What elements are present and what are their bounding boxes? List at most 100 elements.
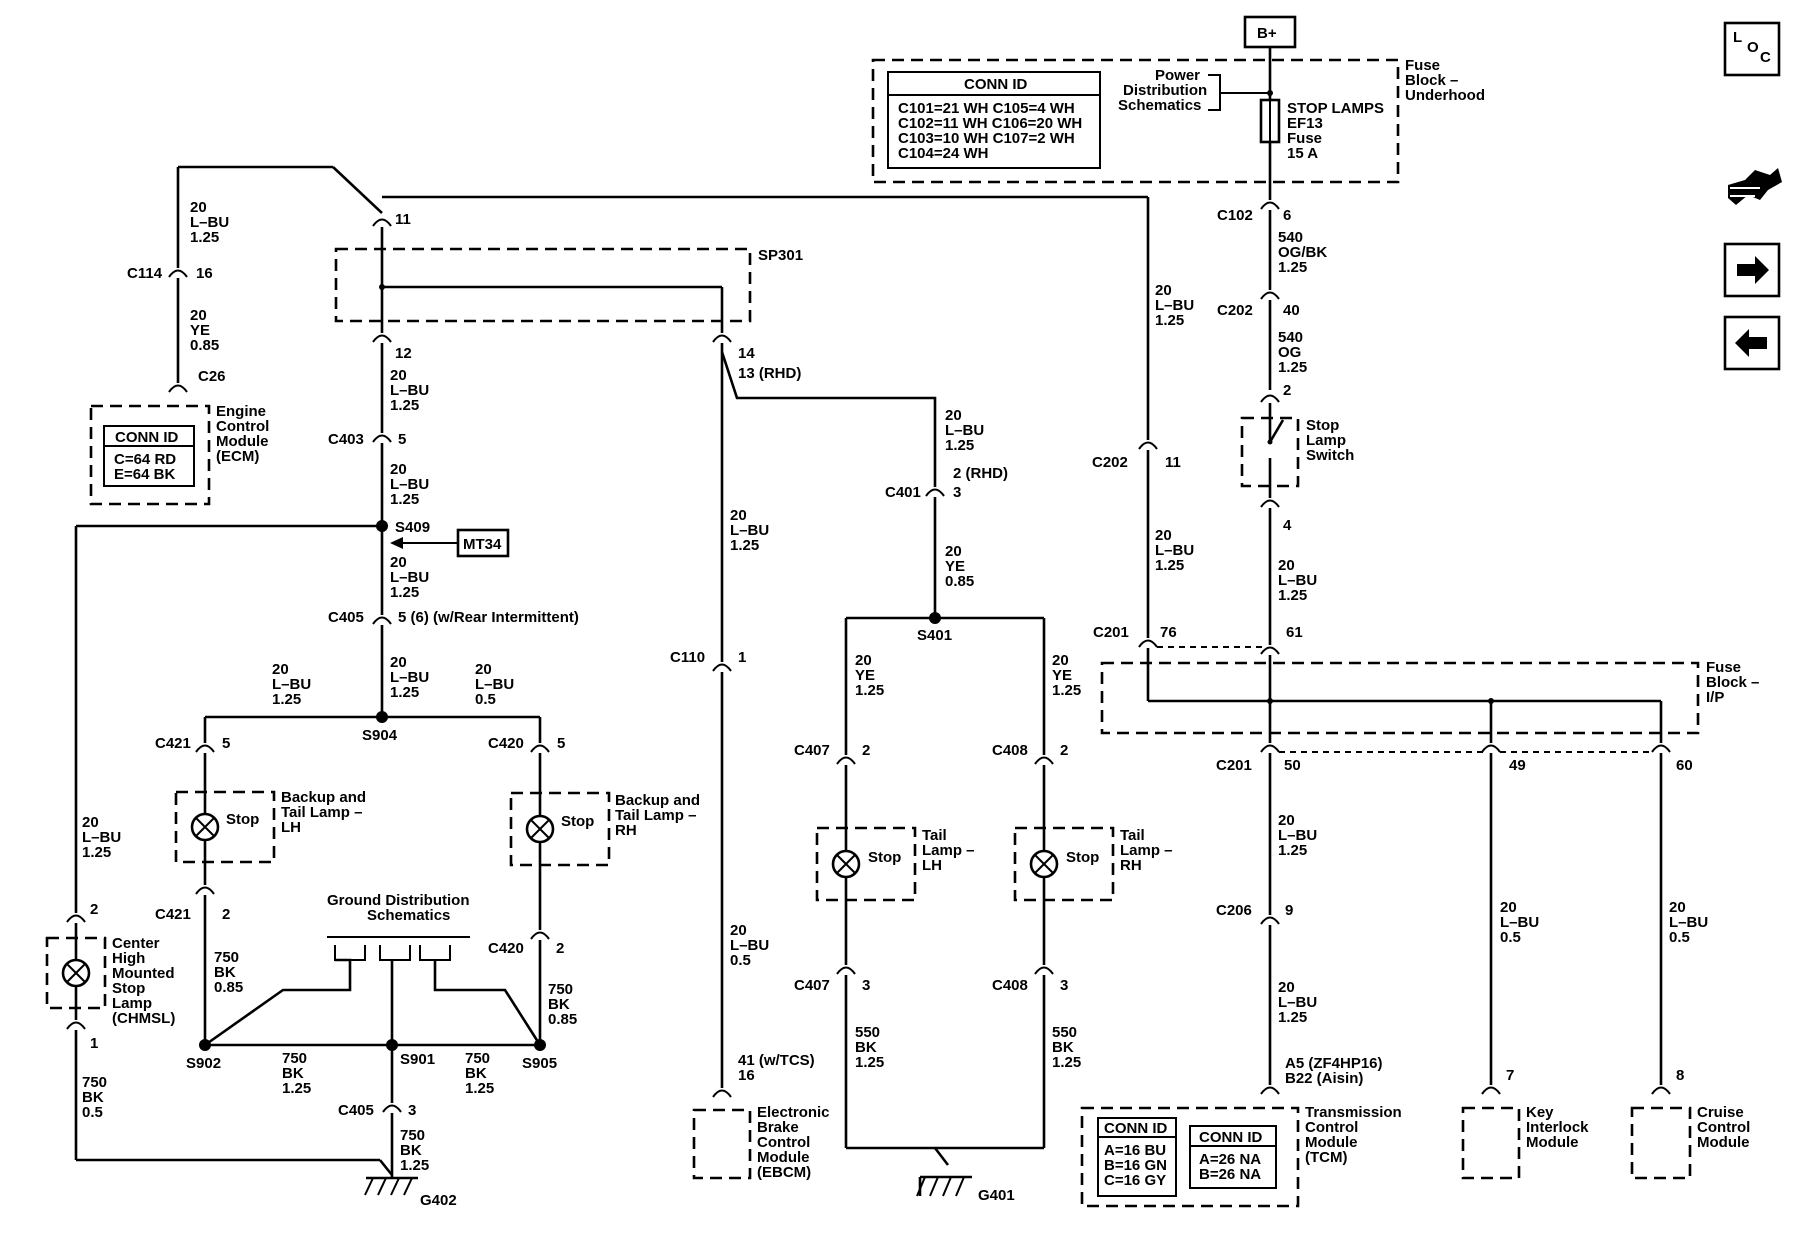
svg-text:Backup and: Backup and: [615, 792, 700, 809]
svg-text:1.25: 1.25: [1278, 587, 1307, 604]
splice-s901: S901: [386, 1039, 435, 1068]
svg-text:C421: C421: [155, 906, 191, 923]
svg-text:20: 20: [1278, 557, 1295, 574]
connector-c202b: C202 11: [1092, 441, 1181, 471]
svg-text:BK: BK: [855, 1039, 877, 1056]
wire-label-key: 20 L–BU 0.5: [1500, 899, 1539, 946]
svg-text:2: 2: [862, 742, 870, 759]
svg-text:7: 7: [1506, 1067, 1514, 1084]
svg-text:76: 76: [1160, 624, 1177, 641]
svg-text:1.25: 1.25: [1278, 842, 1307, 859]
svg-text:S902: S902: [186, 1055, 221, 1072]
svg-text:Block –: Block –: [1405, 72, 1458, 89]
prev-arrow-icon[interactable]: [1723, 315, 1781, 371]
svg-text:LH: LH: [281, 819, 301, 836]
backup-tail-lamp-rh: Stop Backup and Tail Lamp – RH: [509, 791, 700, 867]
svg-text:20: 20: [945, 407, 962, 424]
ecm-module: CONN ID C=64 RD E=64 BK Engine Control M…: [89, 403, 269, 506]
loc-icon[interactable]: L O C: [1723, 21, 1781, 77]
ground-g401: G401: [916, 1147, 1015, 1204]
svg-text:1.25: 1.25: [390, 397, 419, 414]
svg-text:C201: C201: [1093, 624, 1129, 641]
svg-text:S401: S401: [917, 627, 952, 644]
svg-text:60: 60: [1676, 757, 1693, 774]
svg-text:C104=24 WH: C104=24 WH: [898, 145, 988, 162]
power-distribution-ref: Power Distribution Schematics: [1118, 67, 1268, 114]
svg-text:20: 20: [390, 461, 407, 478]
svg-text:YE: YE: [945, 558, 965, 575]
svg-text:C407: C407: [794, 742, 830, 759]
svg-text:L–BU: L–BU: [82, 829, 121, 846]
svg-text:20: 20: [1669, 899, 1686, 916]
svg-text:20: 20: [390, 367, 407, 384]
svg-text:YE: YE: [1052, 667, 1072, 684]
svg-text:BK: BK: [1052, 1039, 1074, 1056]
connector-c206: C206 9: [1216, 902, 1293, 925]
svg-text:C110: C110: [670, 649, 705, 666]
svg-text:Module: Module: [1526, 1134, 1579, 1151]
svg-text:550: 550: [855, 1024, 880, 1041]
svg-text:C408: C408: [992, 977, 1028, 994]
svg-text:1: 1: [90, 1035, 98, 1052]
svg-text:20: 20: [1155, 527, 1172, 544]
wire-label-s901: 750 BK 1.25: [465, 1050, 494, 1097]
svg-text:9: 9: [1285, 902, 1293, 919]
connector-c202a: C202 40: [1217, 291, 1300, 390]
svg-text:B22 (Aisin): B22 (Aisin): [1285, 1070, 1363, 1087]
wire-label-s904c: 20 L–BU 0.5: [475, 661, 514, 708]
wire-label-s904b: 20 L–BU 1.25: [390, 654, 429, 701]
svg-text:2: 2: [1283, 382, 1291, 399]
svg-text:5: 5: [398, 431, 406, 448]
wire-label-chmsl-gnd: 750 BK 0.5: [82, 1074, 107, 1121]
svg-text:1.25: 1.25: [1278, 1009, 1307, 1026]
bplus-box: B+: [1243, 15, 1297, 49]
svg-text:Backup and: Backup and: [281, 789, 366, 806]
svg-text:L–BU: L–BU: [390, 476, 429, 493]
svg-text:4: 4: [1283, 517, 1292, 534]
svg-text:L–BU: L–BU: [1155, 297, 1194, 314]
svg-text:G401: G401: [978, 1187, 1015, 1204]
svg-text:Switch: Switch: [1306, 447, 1354, 464]
ebcm-module: 41 (w/TCS) 16 Electronic Brake Control M…: [692, 1052, 830, 1181]
svg-text:Mounted: Mounted: [112, 965, 174, 982]
tail-lamp-rh: Stop Tail Lamp – RH: [1013, 826, 1173, 902]
connector-c201b: C201 50 49 60: [1216, 744, 1693, 774]
svg-text:Stop: Stop: [1306, 417, 1339, 434]
conn-id-table-underhood: CONN ID C101=21 WH C105=4 WH C102=11 WH …: [887, 71, 1101, 169]
splice-s902: S902: [186, 1039, 221, 1072]
svg-text:750: 750: [400, 1127, 425, 1144]
svg-text:2: 2: [90, 901, 98, 918]
svg-text:14: 14: [738, 345, 755, 362]
svg-text:20: 20: [1278, 979, 1295, 996]
svg-text:C114: C114: [127, 265, 163, 282]
next-arrow-icon[interactable]: [1723, 242, 1781, 298]
svg-text:C26: C26: [198, 368, 226, 385]
svg-text:1.25: 1.25: [945, 437, 974, 454]
loc-c: C: [1760, 49, 1771, 66]
svg-text:1.25: 1.25: [400, 1157, 429, 1174]
svg-text:550: 550: [1052, 1024, 1077, 1041]
svg-text:5 (6) (w/Rear Intermittent): 5 (6) (w/Rear Intermittent): [398, 609, 579, 626]
svg-text:0.85: 0.85: [214, 979, 243, 996]
svg-text:RH: RH: [615, 822, 637, 839]
svg-text:Stop: Stop: [868, 849, 901, 866]
svg-text:B=26 NA: B=26 NA: [1199, 1166, 1261, 1183]
svg-text:1.25: 1.25: [282, 1080, 311, 1097]
svg-text:Key: Key: [1526, 1104, 1554, 1121]
svg-text:C202: C202: [1217, 302, 1253, 319]
svg-text:(TCM): (TCM): [1305, 1149, 1347, 1166]
svg-text:L–BU: L–BU: [1278, 572, 1317, 589]
wire-label-c420: 750 BK 0.85: [548, 981, 577, 1028]
svg-text:Electronic: Electronic: [757, 1104, 830, 1121]
svg-text:1.25: 1.25: [730, 537, 759, 554]
svg-text:1.25: 1.25: [855, 682, 884, 699]
harness-icon[interactable]: [1728, 168, 1782, 205]
svg-text:15 A: 15 A: [1287, 145, 1318, 162]
svg-text:Interlock: Interlock: [1526, 1119, 1589, 1136]
svg-text:Module: Module: [1697, 1134, 1750, 1151]
svg-text:1.25: 1.25: [1155, 312, 1184, 329]
svg-text:OG/BK: OG/BK: [1278, 244, 1327, 261]
svg-text:S901: S901: [400, 1051, 435, 1068]
cruise-control-module: 8 Cruise Control Module: [1630, 1067, 1750, 1180]
svg-text:20: 20: [390, 654, 407, 671]
